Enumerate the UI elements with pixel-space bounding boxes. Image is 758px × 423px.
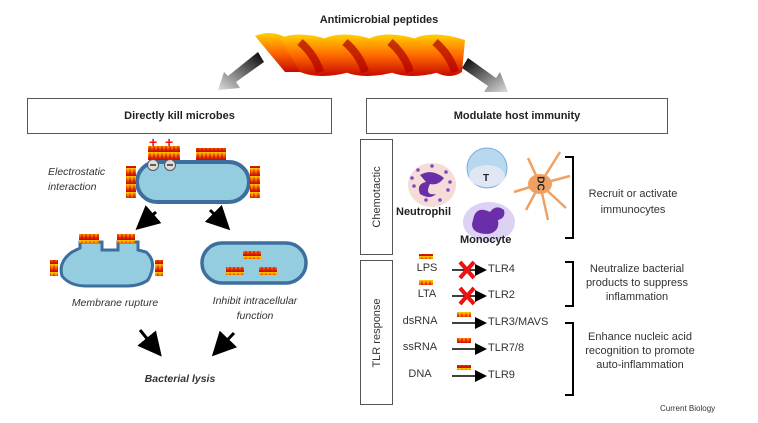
block-x-icon [458, 260, 476, 280]
outcome-membrane-rupture: Membrane rupture [71, 297, 159, 309]
header-modulate-immunity: Modulate host immunity [366, 98, 668, 134]
peptide-icon [457, 312, 471, 317]
bacterium-intact-icon: + + [126, 134, 260, 204]
peptide-icon [419, 254, 433, 259]
svg-text:+: + [165, 134, 173, 150]
effect-neutralize: Neutralize bacterial products to suppres… [585, 263, 689, 303]
result-bacterial-lysis: Bacterial lysis [144, 373, 216, 385]
neutrophil-icon [408, 163, 456, 207]
t-cell-label: T [483, 173, 490, 184]
peptide-icon [457, 365, 471, 370]
peptide-icon [457, 338, 471, 343]
tlr-receptor: TLR9 [488, 369, 515, 381]
svg-text:+: + [149, 134, 157, 150]
tlr-label: TLR response [370, 297, 383, 368]
tlr-side-box: TLR response [360, 260, 393, 405]
outcome-inhibit-intracellular: Inhibit intracellular function [212, 295, 298, 322]
monocyte-label: Monocyte [460, 234, 512, 246]
diagram-title: Antimicrobial peptides [319, 14, 439, 26]
dc-label: DC [534, 176, 546, 191]
bracket-enhance [565, 322, 574, 396]
arrow-right-icon [462, 58, 508, 92]
tlr-receptor: TLR3/MAVS [488, 316, 549, 328]
chemotactic-label: Chemotactic [370, 166, 383, 228]
tlr-ligand: DNA [408, 368, 432, 380]
tlr-ligand: dsRNA [402, 315, 438, 327]
t-cell-icon [466, 147, 508, 189]
tlr-receptor: TLR7/8 [488, 342, 525, 354]
tlr-ligand: LTA [417, 288, 437, 300]
bacterium-intracellular-icon [200, 241, 308, 285]
monocyte-icon [463, 202, 515, 242]
chemotactic-side-box: Chemotactic [360, 139, 393, 255]
header-direct-kill: Directly kill microbes [27, 98, 332, 134]
tlr-ligand: ssRNA [402, 341, 438, 353]
tlr-receptor: TLR2 [488, 289, 515, 301]
bracket-neutralize [565, 261, 574, 307]
footer-journal: Current Biology [660, 404, 716, 413]
peptide-helix-icon [255, 33, 465, 76]
bracket-chemotactic [565, 156, 574, 239]
electrostatic-label: Electrostatic interaction [48, 166, 106, 193]
bacterium-ruptured-icon [50, 234, 163, 288]
tlr-receptor: TLR4 [488, 263, 515, 275]
arrow-left-icon [218, 52, 264, 90]
block-x-icon [458, 286, 476, 306]
effect-recruit: Recruit or activate immunocytes [588, 188, 678, 216]
neutrophil-label: Neutrophil [396, 206, 451, 218]
dendritic-cell-icon [513, 151, 571, 221]
peptide-icon [419, 280, 433, 285]
tlr-ligand: LPS [416, 262, 438, 274]
effect-enhance: Enhance nucleic acid recognition to prom… [585, 331, 695, 371]
